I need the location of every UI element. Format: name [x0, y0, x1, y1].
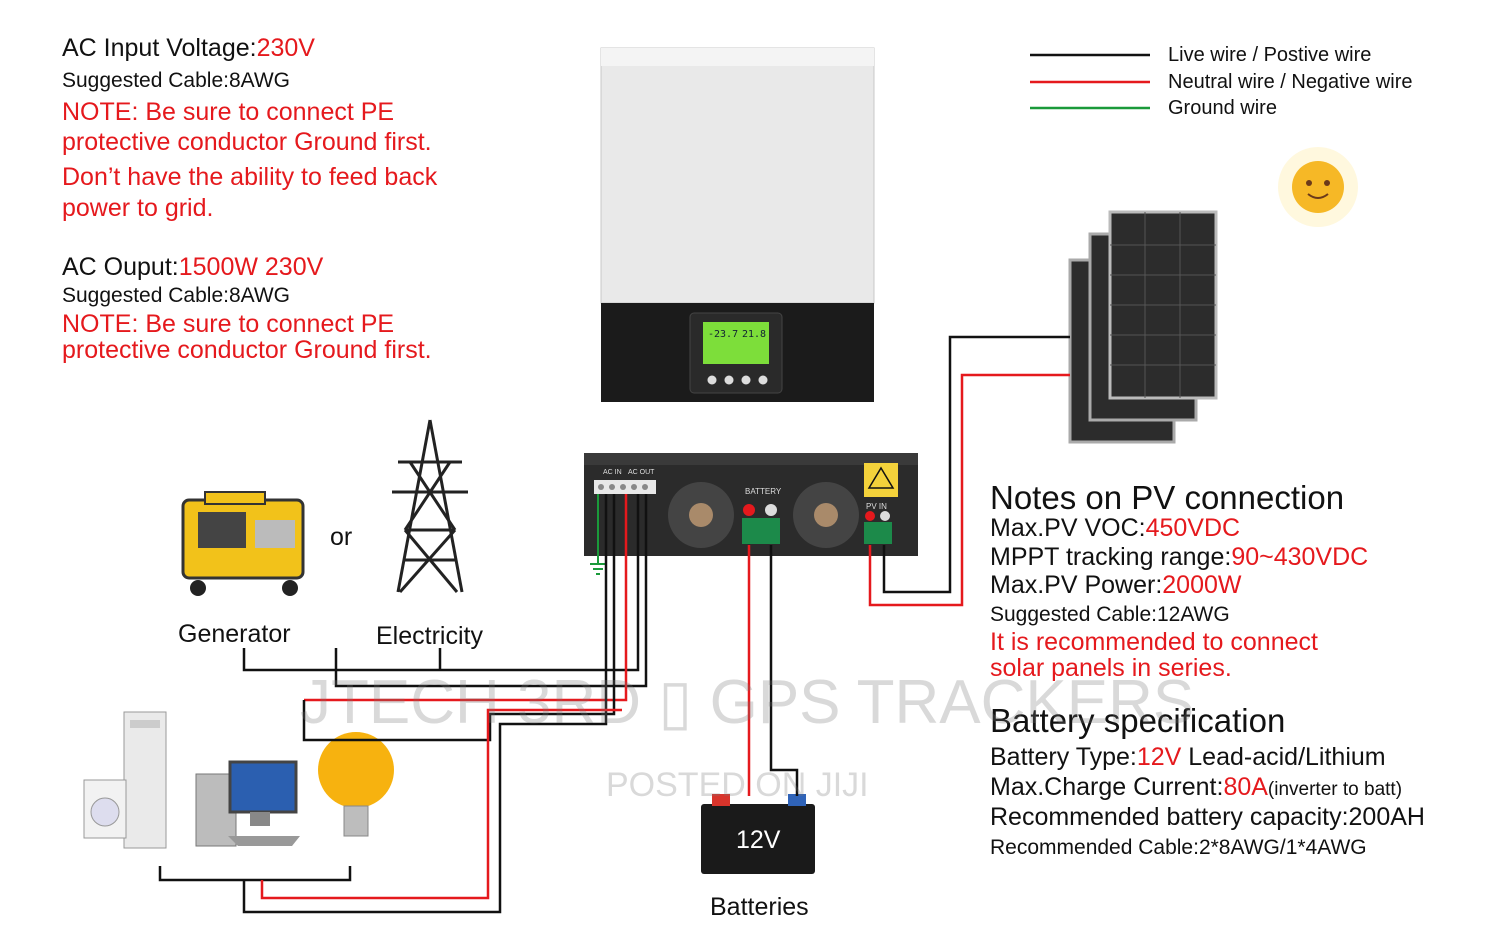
generator-label: Generator: [178, 620, 291, 648]
battery-charge-value: 80A: [1223, 773, 1268, 801]
battery-cable: Recommended Cable:2*8AWG/1*4AWG: [990, 836, 1367, 859]
pv-voc-label: Max.PV VOC:: [990, 514, 1146, 542]
ac-output-value: 1500W 230V: [178, 253, 324, 281]
pv-positive-wire: [882, 335, 1070, 594]
lcd-reading-right: 21.8: [742, 329, 767, 340]
ac-in-terminal-label: AC IN: [603, 469, 622, 476]
pv-terminal-block: [864, 522, 892, 544]
battery-terminal-label: BATTERY: [745, 487, 782, 496]
legend-ground-label: Ground wire: [1168, 97, 1277, 119]
ac-input-voltage: AC Input Voltage:230V: [62, 36, 315, 61]
pv-recommend-1: It is recommended to connect: [990, 628, 1318, 656]
pv-power-label: Max.PV Power:: [990, 571, 1163, 599]
inverter-button[interactable]: [724, 375, 734, 385]
ac-output-note-1: NOTE: Be sure to connect PE: [62, 310, 395, 338]
pv-mppt-label: MPPT tracking range:: [990, 543, 1232, 571]
pv-mppt-value: 90~430VDC: [1231, 543, 1369, 571]
pv-negative-wire: [868, 373, 1070, 607]
pv-notes-heading: Notes on PV connection: [990, 479, 1345, 516]
ac-out-wire-black: [242, 494, 608, 914]
ac-out-terminal-label: AC OUT: [628, 469, 655, 476]
battery-charge-note: (inverter to batt): [1267, 779, 1403, 800]
generator-icon: [181, 491, 305, 596]
pv-power: Max.PV Power:2000W: [990, 573, 1242, 598]
battery-voltage: 12V: [736, 826, 781, 854]
electricity-label: Electricity: [376, 622, 483, 650]
ac-output-label: AC Ouput:: [62, 253, 179, 281]
battery-charge-label: Max.Charge Current:: [990, 773, 1224, 801]
ac-input-cable: Suggested Cable:8AWG: [62, 69, 291, 92]
sun-icon: [1278, 147, 1358, 227]
ac-output-note-2: protective conductor Ground first.: [62, 336, 432, 364]
ac-in-neutral-wire: [304, 494, 628, 702]
pv-voc-value: 450VDC: [1145, 514, 1241, 542]
ac-input-note-4: power to grid.: [62, 194, 214, 222]
ac-out-wire-red: [260, 708, 622, 900]
pv-terminal-label: PV IN: [866, 502, 887, 511]
ac-input-note-3: Don’t have the ability to feed back: [62, 163, 438, 191]
pv-voc: Max.PV VOC:450VDC: [990, 516, 1240, 541]
pv-power-value: 2000W: [1162, 571, 1242, 599]
watermark-line-1: JTECH 3RD ▯ GPS TRACKERS: [300, 668, 1195, 737]
battery-capacity: Recommended battery capacity:200AH: [990, 803, 1425, 831]
ac-input-value: 230V: [256, 34, 315, 62]
lcd-screen: [703, 322, 769, 364]
appliances-icon: [83, 711, 394, 849]
batteries-caption: Batteries: [710, 893, 809, 921]
ac-input-note-1: NOTE: Be sure to connect PE: [62, 98, 395, 126]
battery-type: Battery Type:12V Lead-acid/Lithium: [990, 745, 1386, 770]
battery-type-value: 12V: [1136, 743, 1182, 771]
legend-live-label: Live wire / Postive wire: [1168, 44, 1372, 66]
ac-output: AC Ouput:1500W 230V: [62, 255, 323, 280]
solar-panel-array: [1068, 210, 1218, 444]
ac-output-cable: Suggested Cable:8AWG: [62, 284, 291, 307]
pv-cable: Suggested Cable:12AWG: [990, 603, 1230, 626]
battery-spec-heading: Battery specification: [990, 702, 1286, 739]
inverter-terminal-panel: [584, 453, 918, 575]
ac-input-note-2: protective conductor Ground first.: [62, 128, 432, 156]
inverter-button[interactable]: [741, 375, 751, 385]
inverter-button[interactable]: [707, 375, 717, 385]
lcd-reading-left: -23.7: [708, 329, 739, 340]
wires: [158, 53, 1150, 914]
legend-neutral-label: Neutral wire / Negative wire: [1168, 71, 1413, 93]
power-tower-icon: [392, 419, 468, 593]
inverter-button[interactable]: [758, 375, 768, 385]
battery-charge: Max.Charge Current:80A(inverter to batt): [990, 775, 1402, 800]
pv-mppt: MPPT tracking range:90~430VDC: [990, 545, 1368, 570]
battery-negative-wire: [769, 545, 799, 796]
battery-terminal-block: [742, 518, 780, 544]
inverter-unit: [600, 47, 875, 402]
watermark-line-2: POSTED ON JIJI: [606, 766, 869, 804]
ac-input-label: AC Input Voltage:: [62, 34, 257, 62]
battery-icon: [701, 794, 815, 874]
battery-type-rest: Lead-acid/Lithium: [1181, 743, 1386, 771]
pv-recommend-2: solar panels in series.: [990, 654, 1232, 682]
or-label: or: [330, 523, 353, 551]
battery-type-label: Battery Type:: [990, 743, 1137, 771]
ac-out-live-wire: [302, 494, 616, 742]
